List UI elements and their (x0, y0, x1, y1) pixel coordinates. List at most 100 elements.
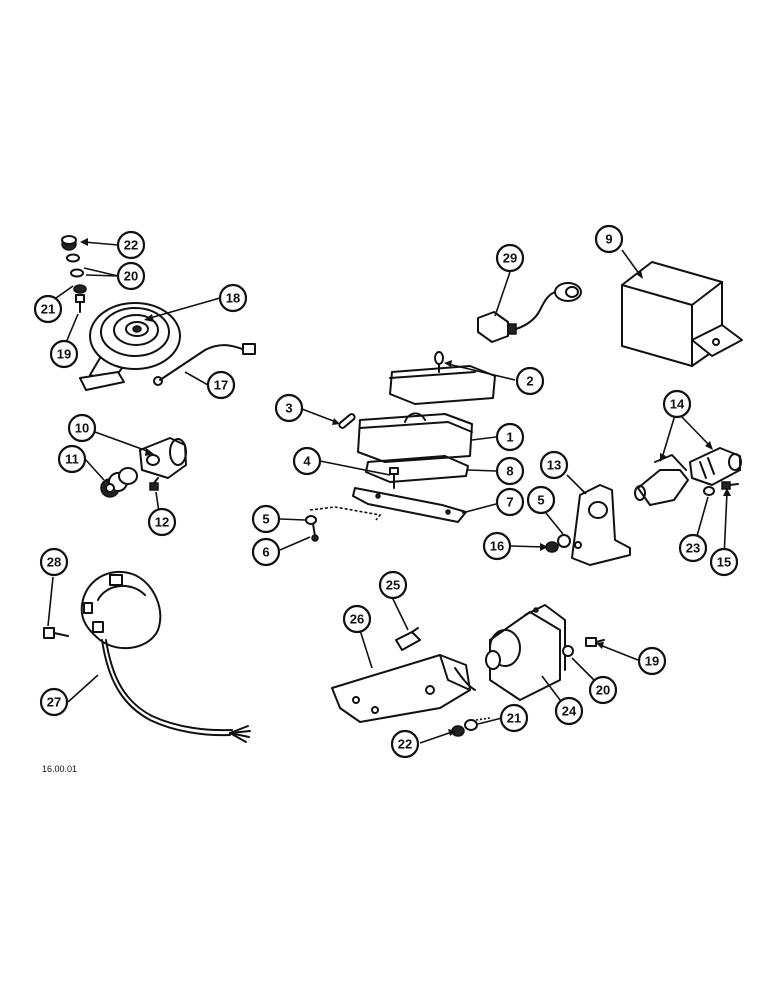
callout-23: 23 (678, 533, 708, 563)
svg-text:9: 9 (605, 232, 612, 247)
callout-10: 10 (67, 413, 97, 443)
lamp-cover-part (389, 351, 496, 405)
work-lamp-assembly (43, 570, 251, 743)
svg-text:18: 18 (226, 291, 240, 306)
svg-text:15: 15 (717, 555, 731, 570)
horn-part (79, 302, 181, 391)
washer-part (70, 268, 84, 278)
horn-assembly (61, 235, 256, 391)
horn-cable-part (153, 343, 256, 386)
callout-28: 28 (39, 547, 69, 577)
callout-24: 24 (554, 696, 584, 726)
svg-text:14: 14 (670, 397, 685, 412)
svg-text:22: 22 (398, 737, 412, 752)
mounting-plate-part (352, 487, 467, 523)
svg-text:11: 11 (65, 452, 79, 467)
svg-text:3: 3 (285, 401, 292, 416)
callout-4: 4 (292, 446, 322, 476)
plug-part (689, 447, 742, 486)
callout-8: 8 (495, 456, 525, 486)
callout-22: 22 (116, 230, 146, 260)
callout-2: 2 (515, 366, 545, 396)
callout-25: 25 (378, 570, 408, 600)
svg-text:28: 28 (47, 555, 61, 570)
washer-part (66, 253, 80, 263)
callout-15: 15 (709, 547, 739, 577)
callout-18: 18 (218, 283, 248, 313)
svg-text:16: 16 (490, 539, 504, 554)
svg-text:24: 24 (562, 704, 577, 719)
washer-part (557, 534, 571, 548)
bracket-plate-part (331, 654, 476, 723)
svg-text:6: 6 (262, 545, 269, 560)
bulb-part (338, 413, 356, 429)
callout-20: 20 (116, 261, 146, 291)
figure-reference: 16.00.01 (42, 764, 77, 774)
screw-part (43, 627, 69, 639)
callout-12: 12 (147, 507, 177, 537)
flasher-relay-assembly (621, 261, 743, 367)
callout-5: 5 (251, 504, 281, 534)
svg-text:19: 19 (645, 654, 659, 669)
svg-text:17: 17 (214, 378, 228, 393)
svg-text:2: 2 (526, 374, 533, 389)
bracket-part (571, 484, 631, 566)
svg-text:8: 8 (506, 464, 513, 479)
switch-assembly (100, 437, 187, 498)
bracket-socket-assembly (545, 447, 742, 566)
svg-text:26: 26 (350, 612, 364, 627)
callout-21: 21 (33, 294, 63, 324)
callout-13: 13 (539, 450, 569, 480)
bolt-part (585, 637, 605, 647)
callout-20b: 20 (588, 675, 618, 705)
svg-text:20: 20 (124, 269, 138, 284)
switch-plug-part (100, 467, 138, 498)
callout-14: 14 (662, 389, 692, 419)
screw-part (389, 467, 399, 489)
work-lamp-part (80, 570, 162, 650)
nut-part (73, 284, 87, 294)
callout-19b: 19 (637, 646, 667, 676)
socket-lead-assembly (477, 282, 582, 343)
screw-part (149, 477, 159, 491)
svg-text:22: 22 (124, 238, 138, 253)
callout-11: 11 (57, 444, 87, 474)
lamp-housing-part (357, 412, 473, 463)
svg-text:21: 21 (507, 711, 521, 726)
svg-text:7: 7 (506, 495, 513, 510)
svg-text:25: 25 (386, 578, 400, 593)
svg-text:29: 29 (503, 251, 517, 266)
callout-5b: 5 (526, 485, 556, 515)
svg-text:5: 5 (262, 512, 269, 527)
callout-29: 29 (495, 243, 525, 273)
svg-text:13: 13 (547, 458, 561, 473)
callouts: 22 20 21 19 18 17 10 11 12 28 27 29 2 3 … (33, 224, 739, 759)
svg-text:5: 5 (537, 493, 544, 508)
callout-21b: 21 (499, 703, 529, 733)
callout-6: 6 (251, 537, 281, 567)
callout-9: 9 (594, 224, 624, 254)
socket-part (634, 454, 689, 506)
callout-27: 27 (39, 687, 69, 717)
callout-1: 1 (495, 422, 525, 452)
lamp-assembly (305, 351, 496, 542)
nut-part (61, 235, 77, 251)
callout-19: 19 (49, 339, 79, 369)
cable-part (101, 639, 251, 743)
svg-text:19: 19 (57, 347, 71, 362)
callout-26: 26 (342, 604, 372, 634)
svg-text:20: 20 (596, 683, 610, 698)
screw-part (305, 515, 319, 542)
callout-7: 7 (495, 487, 525, 517)
washer-part (703, 486, 715, 496)
gasket-part (365, 455, 469, 483)
svg-text:23: 23 (686, 541, 700, 556)
callout-16: 16 (482, 531, 512, 561)
bolt-part (395, 627, 421, 651)
svg-text:10: 10 (75, 421, 89, 436)
callout-22b: 22 (390, 729, 420, 759)
svg-text:12: 12 (155, 515, 169, 530)
sender-unit-part (485, 604, 566, 701)
svg-text:4: 4 (303, 454, 311, 469)
